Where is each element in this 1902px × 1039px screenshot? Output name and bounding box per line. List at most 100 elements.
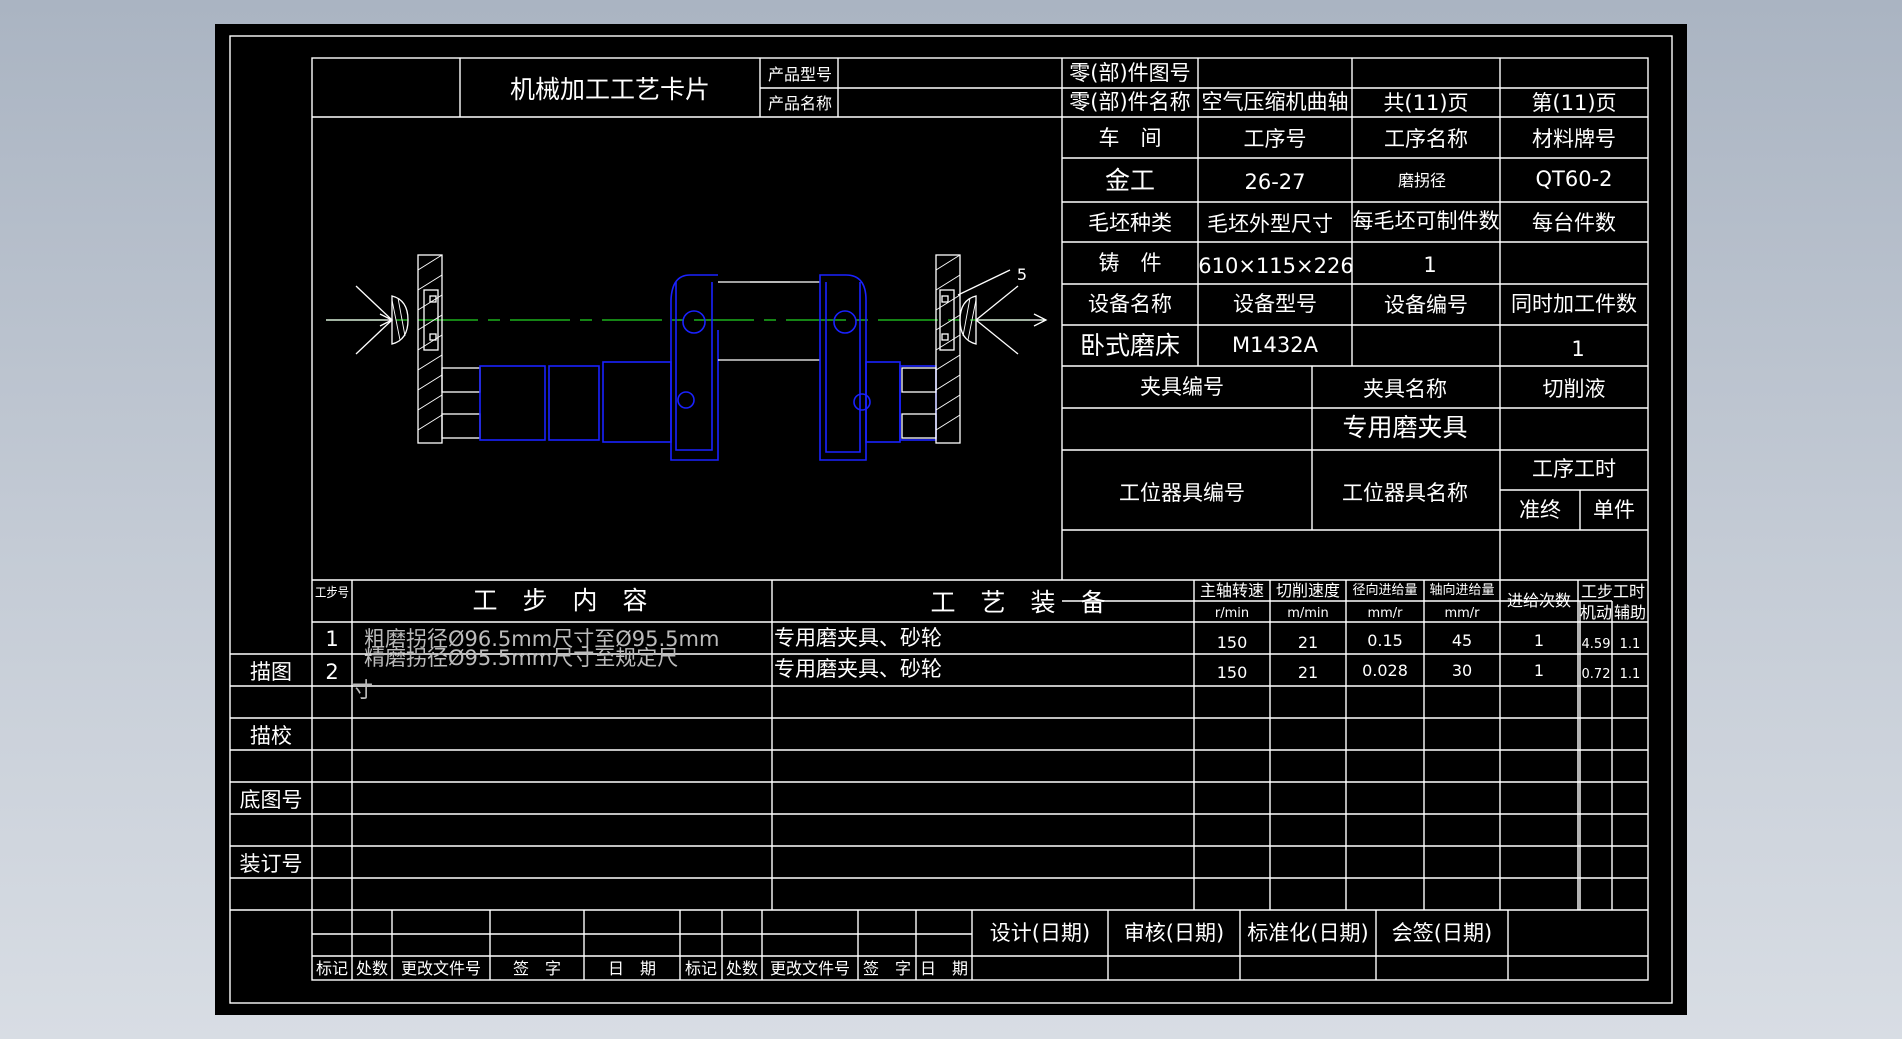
header-step-no: 工步号 <box>315 586 349 601</box>
header-cutting-unit: m/min <box>1287 606 1329 621</box>
fixture-name-value: 专用磨夹具 <box>1342 413 1467 442</box>
row-radial: 0.028 <box>1362 661 1408 680</box>
footer-block: 设计(日期) 审核(日期) 标准化(日期) 会签(日期) 标记 处数 更改文件号… <box>312 910 1648 980</box>
equip-model-label: 设备型号 <box>1233 292 1317 316</box>
row-machine: 4.59 <box>1582 637 1611 652</box>
time-label: 工序工时 <box>1532 457 1616 481</box>
process-name-label: 工序名称 <box>1384 127 1468 151</box>
row-passes: 1 <box>1534 661 1544 680</box>
row-content: 精磨拐径Ø95.5mm尺寸至规定尺 <box>364 646 678 670</box>
side-trace-check: 描校 <box>250 724 292 748</box>
row-machine: 0.72 <box>1582 667 1611 682</box>
equip-name-label: 设备名称 <box>1088 292 1172 316</box>
material-label: 材料牌号 <box>1532 127 1616 151</box>
row-content: 粗磨拐径Ø96.5mm尺寸至Ø95.5mm <box>364 627 719 651</box>
side-base-no: 底图号 <box>240 788 303 812</box>
equip-model-value: M1432A <box>1232 333 1319 357</box>
unit-label: 单件 <box>1593 498 1635 522</box>
row-passes: 1 <box>1534 631 1544 650</box>
fixture-name-label: 夹具名称 <box>1363 377 1447 401</box>
row-cutting: 21 <box>1298 633 1318 652</box>
footer-standard: 标准化(日期) <box>1247 921 1368 945</box>
part-drawing-no-label: 零(部)件图号 <box>1069 61 1190 85</box>
footer-count: 处数 <box>356 959 388 978</box>
process-no-value: 26-27 <box>1244 170 1305 194</box>
process-name-value: 磨拐径 <box>1398 171 1446 190</box>
fixture-no-label: 夹具编号 <box>1140 375 1224 399</box>
header-spindle-unit: r/min <box>1215 606 1249 621</box>
footer-change-doc: 更改文件号 <box>401 959 481 978</box>
workshop-value: 金工 <box>1105 166 1155 195</box>
part-name-label: 零(部)件名称 <box>1069 90 1190 114</box>
sheet-outer-frame <box>229 35 1673 1004</box>
header-step-time: 工步工时 <box>1581 582 1645 601</box>
header-block: 机械加工工艺卡片 产品型号 产品名称 零(部)件图号 零(部)件名称 空气压缩机… <box>312 58 1648 118</box>
row-equipment: 专用磨夹具、砂轮 <box>774 626 942 650</box>
row-no: 1 <box>325 627 338 651</box>
station-tool-name-label: 工位器具名称 <box>1342 481 1468 505</box>
footer-date-2: 日 期 <box>920 959 968 978</box>
header-radial-feed: 径向进给量 <box>1352 582 1417 598</box>
material-value: QT60-2 <box>1535 167 1612 191</box>
simultaneous-value: 1 <box>1571 337 1584 361</box>
footer-sign: 签 字 <box>513 959 561 978</box>
header-passes: 进给次数 <box>1507 591 1571 610</box>
card-title: 机械加工工艺卡片 <box>510 75 710 104</box>
simultaneous-label: 同时加工件数 <box>1511 292 1637 316</box>
header-cutting-speed: 切削速度 <box>1276 581 1340 600</box>
row-content-wrap: 寸 <box>352 678 373 702</box>
workshop-label: 车 间 <box>1099 126 1162 150</box>
parts-per-blank-value: 1 <box>1423 253 1436 277</box>
footer-review: 审核(日期) <box>1124 921 1224 945</box>
process-no-label: 工序号 <box>1244 127 1307 151</box>
steps-table: 工步号 工 步 内 容 工 艺 装 备 主轴转速 r/min 切削速度 m/mi… <box>230 579 1648 911</box>
prep-label: 准终 <box>1519 498 1561 522</box>
row-radial: 0.15 <box>1367 631 1403 650</box>
side-binding-no: 装订号 <box>240 852 303 876</box>
page-no: 第(11)页 <box>1531 91 1616 115</box>
header-radial-unit: mm/r <box>1367 606 1403 621</box>
row-cutting: 21 <box>1298 663 1318 682</box>
footer-sign-2: 签 字 <box>863 959 911 978</box>
row-axial: 45 <box>1452 631 1472 650</box>
product-model-label: 产品型号 <box>768 65 832 84</box>
header-spindle-speed: 主轴转速 <box>1200 581 1264 600</box>
row-no: 2 <box>325 660 338 684</box>
header-machine-time: 机动 <box>1580 603 1612 622</box>
footer-design: 设计(日期) <box>990 921 1090 945</box>
row-axial: 30 <box>1452 661 1472 680</box>
part-name-value: 空气压缩机曲轴 <box>1202 90 1349 114</box>
blank-size-value: 610×115×226 <box>1198 254 1353 278</box>
blank-size-label: 毛坯外型尺寸 <box>1207 212 1333 236</box>
table-row: 1 粗磨拐径Ø96.5mm尺寸至Ø95.5mm 专用磨夹具、砂轮 150 21 … <box>325 626 1640 652</box>
footer-change-doc-2: 更改文件号 <box>770 959 850 978</box>
footer-count-2: 处数 <box>726 959 758 978</box>
footer-mark: 标记 <box>316 959 348 978</box>
sheet-inner-frame <box>311 57 1649 981</box>
dimension-label: 5 <box>1017 265 1027 284</box>
coolant-label: 切削液 <box>1543 377 1606 401</box>
row-equipment: 专用磨夹具、砂轮 <box>774 657 942 681</box>
table-row: 2 精磨拐径Ø95.5mm尺寸至规定尺 寸 专用磨夹具、砂轮 150 21 0.… <box>325 646 1640 702</box>
header-axial-unit: mm/r <box>1444 606 1480 621</box>
side-trace: 描图 <box>250 660 292 684</box>
binding-column: 描图 描校 底图号 装订号 <box>230 653 312 879</box>
parts-per-blank-label: 每毛坯可制件数 <box>1353 209 1500 233</box>
crankshaft-drawing: 5 <box>326 254 1048 461</box>
parts-per-unit-label: 每台件数 <box>1532 211 1616 235</box>
equip-name-value: 卧式磨床 <box>1080 331 1180 360</box>
row-aux: 1.1 <box>1620 667 1641 682</box>
footer-mark-2: 标记 <box>685 959 717 978</box>
footer-countersign: 会签(日期) <box>1392 921 1492 945</box>
header-equipment: 工 艺 装 备 <box>930 588 1105 617</box>
header-content: 工 步 内 容 <box>472 586 647 615</box>
total-pages: 共(11)页 <box>1383 91 1468 115</box>
header-axial-feed: 轴向进给量 <box>1429 582 1494 598</box>
drawing-sheet <box>215 24 1687 1015</box>
row-spindle: 150 <box>1217 633 1248 652</box>
blank-type-label: 毛坯种类 <box>1088 211 1172 235</box>
footer-date: 日 期 <box>608 959 656 978</box>
header-aux-time: 辅助 <box>1614 603 1646 622</box>
equip-no-label: 设备编号 <box>1384 293 1468 317</box>
